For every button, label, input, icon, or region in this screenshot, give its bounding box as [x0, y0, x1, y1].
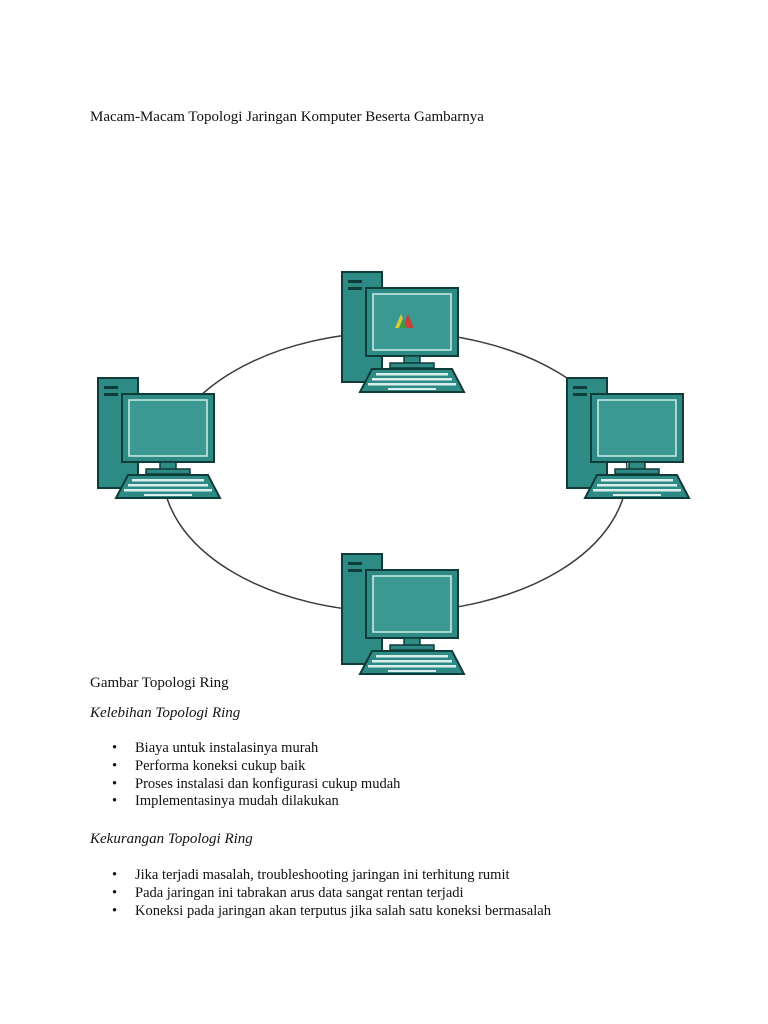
list-item: Pada jaringan ini tabrakan arus data san…: [90, 885, 551, 903]
computer-right: [566, 377, 690, 499]
page-title: Macam-Macam Topologi Jaringan Komputer B…: [90, 109, 484, 125]
list-item: Performa koneksi cukup baik: [90, 758, 400, 776]
list-item: Proses instalasi dan konfigurasi cukup m…: [90, 776, 400, 794]
figure-caption: Gambar Topologi Ring: [90, 675, 229, 691]
list-item: Jika terjadi masalah, troubleshooting ja…: [90, 867, 551, 885]
screen-logo-icon: [395, 314, 414, 328]
list-item: Implementasinya mudah dilakukan: [90, 793, 400, 811]
computer-left: [97, 377, 221, 499]
disadvantages-list: Jika terjadi masalah, troubleshooting ja…: [90, 867, 551, 920]
list-item: Koneksi pada jaringan akan terputus jika…: [90, 903, 551, 921]
advantages-heading: Kelebihan Topologi Ring: [90, 705, 241, 721]
list-item: Biaya untuk instalasinya murah: [90, 740, 400, 758]
advantages-list: Biaya untuk instalasinya murah Performa …: [90, 740, 400, 811]
computer-bottom: [341, 553, 465, 675]
ring-topology-diagram: [97, 271, 690, 675]
computer-top: [341, 271, 465, 393]
disadvantages-heading: Kekurangan Topologi Ring: [90, 831, 253, 847]
